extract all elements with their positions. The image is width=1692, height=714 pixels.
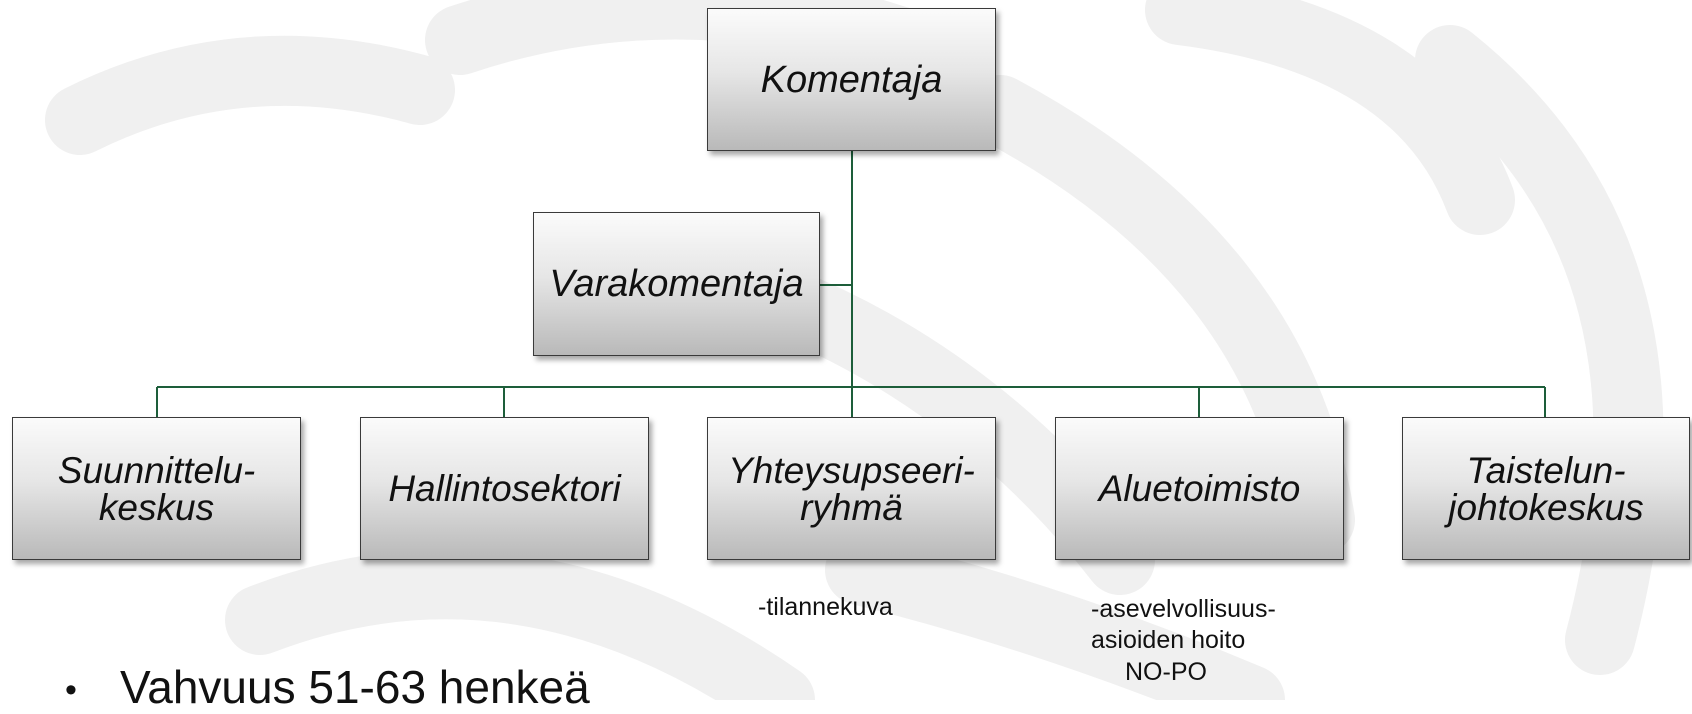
note-line: -tilannekuva [758,593,893,621]
note-line: NO-PO [1125,657,1207,686]
note-aluetoimisto: -asevelvollisuus- asioiden hoito NO-PO [1091,594,1276,688]
node-aluetoimisto-label: Aluetoimisto [1098,468,1301,509]
bullet-text: Vahvuus 51-63 henkeä [120,661,590,713]
note-line: -asevelvollisuus- [1091,595,1276,623]
note-line: asioiden hoito [1091,626,1246,655]
bullet-symbol: • [65,671,77,710]
node-komentaja-label: Komentaja [760,58,943,101]
watermark-curve-6 [1145,0,1515,235]
note-yhteysupseeriryhma: -tilannekuva [758,592,893,623]
node-taistelunjohtokeskus-label: Taistelun- johtokeskus [1448,449,1644,528]
node-suunnittelukeskus: Suunnittelu- keskus [12,417,301,560]
watermark-curve-5 [225,549,815,700]
node-hallintosektori: Hallintosektori [360,417,649,560]
node-suunnittelukeskus-label: Suunnittelu- keskus [57,449,256,528]
node-varakomentaja-label: Varakomentaja [549,263,804,305]
node-komentaja: Komentaja [707,8,996,151]
watermark-curve-7 [45,35,455,155]
node-yhteysupseeriryhma: Yhteysupseeri- ryhmä [707,417,996,560]
watermark-curve-8 [825,535,1285,700]
node-yhteysupseeriryhma-label: Yhteysupseeri- ryhmä [728,449,975,528]
node-hallintosektori-label: Hallintosektori [388,468,621,509]
node-varakomentaja: Varakomentaja [533,212,820,356]
node-taistelunjohtokeskus: Taistelun- johtokeskus [1402,417,1690,560]
node-aluetoimisto: Aluetoimisto [1055,417,1344,560]
bullet-item: • Vahvuus 51-63 henkeä [65,660,590,714]
